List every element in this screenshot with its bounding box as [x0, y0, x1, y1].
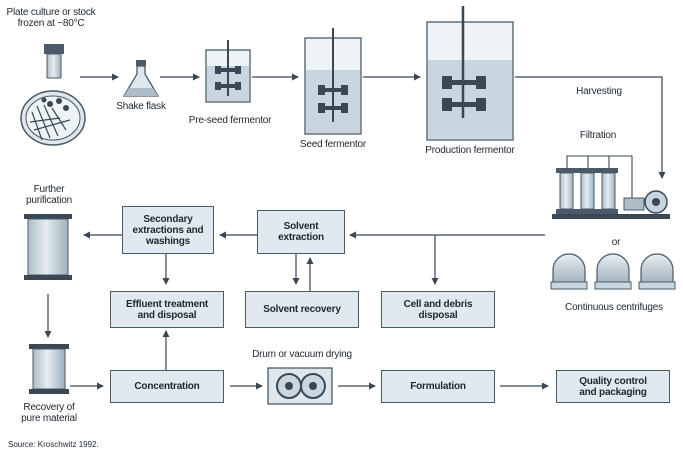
- centrifuges-icon: [550, 253, 676, 290]
- recovery-label-line1: Recovery of: [23, 402, 75, 413]
- further-purification-line2: purification: [26, 195, 72, 206]
- secondary-extractions-line3: washings: [146, 235, 190, 247]
- plate-culture-label-line1: Plate culture or stock: [6, 7, 96, 18]
- source-note: Source: Kroschwitz 1992.: [8, 440, 99, 449]
- secondary-extractions-line1: Secondary: [143, 213, 193, 225]
- secondary-extractions-box: Secondary extractions and washings: [122, 206, 214, 254]
- plate-culture-label: Plate culture or stock frozen at −80°C: [5, 7, 97, 29]
- solvent-extraction-box: Solvent extraction: [257, 210, 345, 254]
- effluent-treatment-box: Effluent treatment and disposal: [110, 291, 224, 328]
- concentration-box: Concentration: [110, 370, 224, 403]
- drum-dryer-icon: [267, 367, 333, 405]
- continuous-centrifuges-label: Continuous centrifuges: [565, 302, 663, 313]
- stock-vial-icon: [44, 44, 64, 79]
- preseed-fermentor-label: Pre-seed fermentor: [188, 115, 272, 126]
- recovery-label: Recovery of pure material: [14, 402, 84, 424]
- quality-control-line2: and packaging: [579, 386, 647, 398]
- quality-control-line1: Quality control: [579, 375, 647, 387]
- solvent-extraction-line1: Solvent: [283, 221, 319, 232]
- further-purification-line1: Further: [33, 184, 65, 195]
- secondary-extractions-line2: extractions and: [132, 224, 204, 236]
- cell-debris-line2: disposal: [418, 309, 458, 321]
- drum-drying-label: Drum or vacuum drying: [252, 349, 352, 360]
- effluent-line2: and disposal: [137, 309, 197, 321]
- production-fermentor-label: Production fermentor: [425, 145, 515, 156]
- petri-dish-icon: [20, 90, 86, 146]
- filtration-unit-icon: [552, 155, 670, 219]
- shake-flask-label: Shake flask: [116, 101, 166, 112]
- solvent-recovery-box: Solvent recovery: [245, 291, 359, 328]
- recovery-column-icon: [29, 344, 69, 394]
- effluent-line1: Effluent treatment: [126, 298, 208, 310]
- production-fermentor-icon: [426, 6, 514, 141]
- quality-control-box: Quality control and packaging: [556, 370, 670, 403]
- recovery-label-line2: pure material: [21, 413, 77, 424]
- shake-flask-icon: [122, 60, 160, 97]
- filtration-label: Filtration: [579, 130, 617, 141]
- plate-culture-label-line2: frozen at −80°C: [17, 18, 85, 29]
- solvent-extraction-line2: extraction: [278, 232, 324, 243]
- cell-debris-line1: Cell and debris: [403, 298, 473, 310]
- seed-fermentor-icon: [304, 28, 362, 135]
- preseed-fermentor-icon: [205, 40, 251, 103]
- or-label: or: [611, 237, 621, 248]
- purification-column-icon: [24, 214, 72, 280]
- harvesting-label: Harvesting: [576, 86, 622, 97]
- seed-fermentor-label: Seed fermentor: [299, 139, 367, 150]
- cell-debris-disposal-box: Cell and debris disposal: [381, 291, 495, 328]
- further-purification-label: Further purification: [14, 184, 84, 206]
- formulation-box: Formulation: [381, 370, 495, 403]
